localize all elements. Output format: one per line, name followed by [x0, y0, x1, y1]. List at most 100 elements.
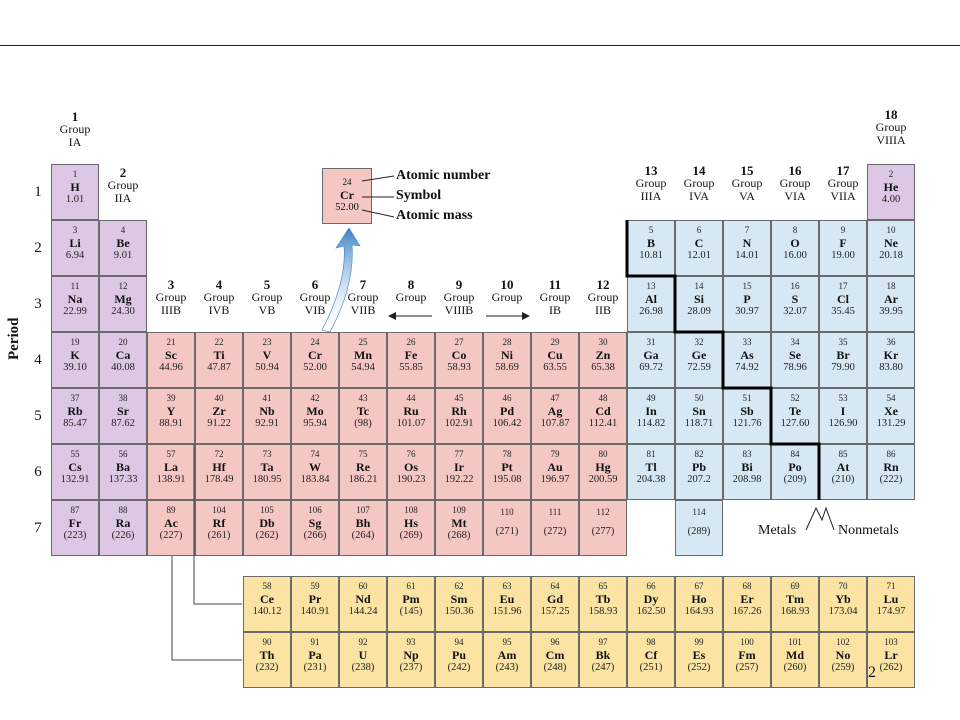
atomic-mass: 92.91: [255, 418, 279, 429]
atomic-number: 9: [840, 225, 846, 235]
atomic-number: 107: [356, 505, 370, 515]
atomic-mass: 24.30: [111, 306, 135, 317]
group-number: 1: [71, 109, 79, 124]
element-symbol: Ag: [547, 404, 563, 418]
metal-nonmetal-pointer: [805, 506, 835, 531]
group-label-line: Group: [59, 122, 91, 136]
atomic-number: 88: [118, 505, 128, 515]
atomic-number: 28: [502, 337, 512, 347]
lanthanide-connector: [193, 444, 242, 605]
atomic-mass: 158.93: [588, 606, 618, 617]
atomic-number: 18: [886, 281, 896, 291]
group-label-line: Group: [491, 290, 523, 304]
atomic-number: 7: [744, 225, 750, 235]
legend-atomic-number-label: Atomic number: [396, 168, 491, 183]
element-symbol: Kr: [883, 348, 899, 362]
group-label-line: Group: [203, 290, 235, 304]
atomic-mass: 144.24: [348, 606, 378, 617]
atomic-number: 94: [454, 637, 464, 647]
atomic-number: 44: [406, 393, 416, 403]
element-symbol: Gd: [546, 592, 563, 606]
group-number: 10: [500, 277, 514, 292]
atomic-number: 12: [118, 281, 128, 291]
atomic-number: 14: [694, 281, 704, 291]
group-label-line: IA: [68, 135, 82, 149]
element-symbol: Bk: [595, 648, 611, 662]
group-label-line: VIIA: [830, 189, 856, 203]
atomic-number: 87: [70, 505, 80, 515]
atomic-number: 63: [502, 581, 512, 591]
group-label-line: Group: [347, 290, 379, 304]
atomic-mass: 6.94: [65, 250, 85, 261]
atomic-number: 65: [598, 581, 608, 591]
atomic-number: 101: [788, 637, 802, 647]
atomic-number: 62: [454, 581, 464, 591]
atomic-mass: 150.36: [444, 606, 474, 617]
atomic-mass: 20.18: [879, 250, 903, 261]
atomic-mass: 16.00: [783, 250, 807, 261]
atomic-number: 91: [310, 637, 320, 647]
element-symbol: At: [836, 460, 850, 474]
atomic-mass: 178.49: [204, 474, 234, 485]
atomic-mass: 78.96: [783, 362, 807, 373]
atomic-mass: 1.01: [65, 194, 85, 205]
element-symbol: Ru: [403, 404, 419, 418]
atomic-mass: (209): [783, 474, 807, 485]
element-symbol: Rf: [212, 516, 226, 530]
atomic-number: 76: [406, 449, 416, 459]
element-symbol: Ra: [115, 516, 131, 530]
atomic-mass: 157.25: [540, 606, 570, 617]
atomic-mass: 204.38: [636, 474, 666, 485]
atomic-number: 4: [120, 225, 126, 235]
atomic-mass: 95.94: [303, 418, 327, 429]
atomic-mass: 140.91: [300, 606, 330, 617]
element-symbol: Rn: [883, 460, 899, 474]
element-symbol: W: [309, 460, 321, 474]
atomic-mass: 190.23: [396, 474, 426, 485]
legend-leader-number: [361, 175, 395, 182]
metals-label: Metals: [758, 523, 797, 538]
atomic-mass: (257): [735, 662, 759, 673]
group-label-line: Group: [875, 120, 907, 134]
atomic-mass: 88.91: [159, 418, 183, 429]
legend-symbol-label: Symbol: [396, 188, 442, 203]
atomic-number: 56: [118, 449, 128, 459]
group-label-line: VA: [739, 189, 755, 203]
atomic-mass: 14.01: [735, 250, 759, 261]
atomic-mass: 28.09: [687, 306, 711, 317]
atomic-mass: (252): [687, 662, 711, 673]
element-symbol: Re: [356, 460, 370, 474]
atomic-mass: (248): [543, 662, 567, 673]
group-number: 11: [548, 277, 562, 292]
element-symbol: Nb: [259, 404, 275, 418]
element-symbol: Mg: [114, 292, 132, 306]
atomic-mass: 39.10: [63, 362, 87, 373]
element-symbol: Sm: [450, 592, 468, 606]
atomic-mass: 173.04: [828, 606, 858, 617]
group-label-line: IVA: [689, 189, 709, 203]
element-symbol: As: [740, 348, 754, 362]
atomic-mass: 138.91: [156, 474, 186, 485]
atomic-mass: 19.00: [831, 250, 855, 261]
atomic-number: 50: [694, 393, 704, 403]
atomic-number: 32: [694, 337, 704, 347]
element-symbol: Md: [786, 648, 804, 662]
